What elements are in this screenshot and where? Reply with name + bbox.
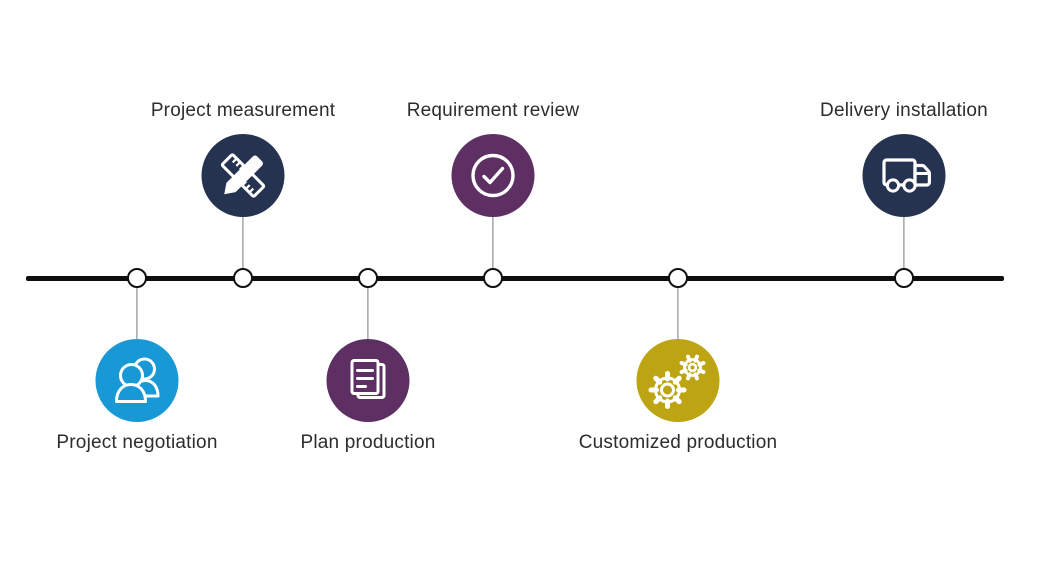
connector-line [367, 288, 369, 340]
step-label: Plan production [300, 432, 436, 453]
document-icon [350, 359, 386, 399]
ruler-pencil-icon [220, 153, 266, 198]
truck-icon [882, 158, 931, 193]
step-label: Delivery installation [820, 100, 988, 121]
step-icon-circle [451, 134, 535, 217]
connector-line [677, 288, 679, 340]
step-label: Customized production [578, 432, 778, 453]
connector-line [492, 217, 494, 269]
timeline-node [668, 268, 688, 288]
timeline-node [127, 268, 147, 288]
timeline-node [483, 268, 503, 288]
connector-line [903, 217, 905, 269]
step-icon-circle [326, 339, 410, 422]
timeline-node [233, 268, 253, 288]
step-icon-circle [201, 134, 285, 217]
step-label: Project negotiation [56, 432, 218, 453]
step-label: Requirement review [406, 100, 580, 121]
timeline-line [26, 276, 1004, 281]
step-icon-circle [636, 339, 720, 422]
timeline-node [358, 268, 378, 288]
connector-line [136, 288, 138, 340]
step-icon-circle [862, 134, 946, 217]
step-icon-circle [95, 339, 179, 422]
gears-icon [648, 354, 706, 409]
check-circle-icon [471, 153, 515, 198]
step-label: Project measurement [150, 100, 336, 121]
connector-line [242, 217, 244, 269]
people-icon [115, 357, 160, 403]
timeline-node [894, 268, 914, 288]
